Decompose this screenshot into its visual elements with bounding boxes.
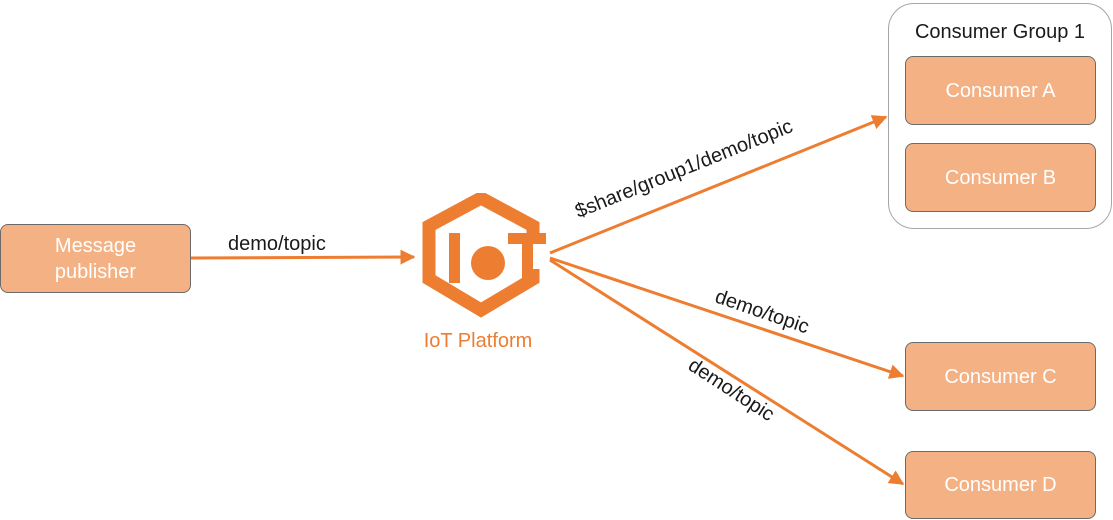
consumer-d-box: Consumer D	[905, 451, 1096, 519]
edge-publisher-to-platform	[190, 249, 416, 265]
publisher-label-line2: publisher	[54, 260, 137, 283]
edge-label-publish-topic: demo/topic	[228, 233, 326, 255]
consumer-group-title: Consumer Group 1	[914, 21, 1086, 43]
publisher-label-line1: Message	[54, 234, 137, 257]
edge-platform-to-group	[549, 115, 888, 255]
message-publisher-box: Message publisher	[0, 224, 191, 293]
consumer-b-label: Consumer B	[944, 166, 1057, 189]
iot-hexagon-icon	[422, 193, 546, 318]
consumer-a-box: Consumer A	[905, 56, 1096, 125]
iot-platform-label: IoT Platform	[423, 330, 533, 352]
consumer-c-box: Consumer C	[905, 342, 1096, 411]
edge-platform-to-consumer-c	[549, 256, 905, 379]
consumer-a-label: Consumer A	[945, 79, 1056, 102]
consumer-d-label: Consumer D	[944, 474, 1057, 496]
consumer-c-label: Consumer C	[944, 365, 1057, 388]
edge-platform-to-consumer-d	[549, 258, 905, 486]
consumer-b-box: Consumer B	[905, 143, 1096, 212]
